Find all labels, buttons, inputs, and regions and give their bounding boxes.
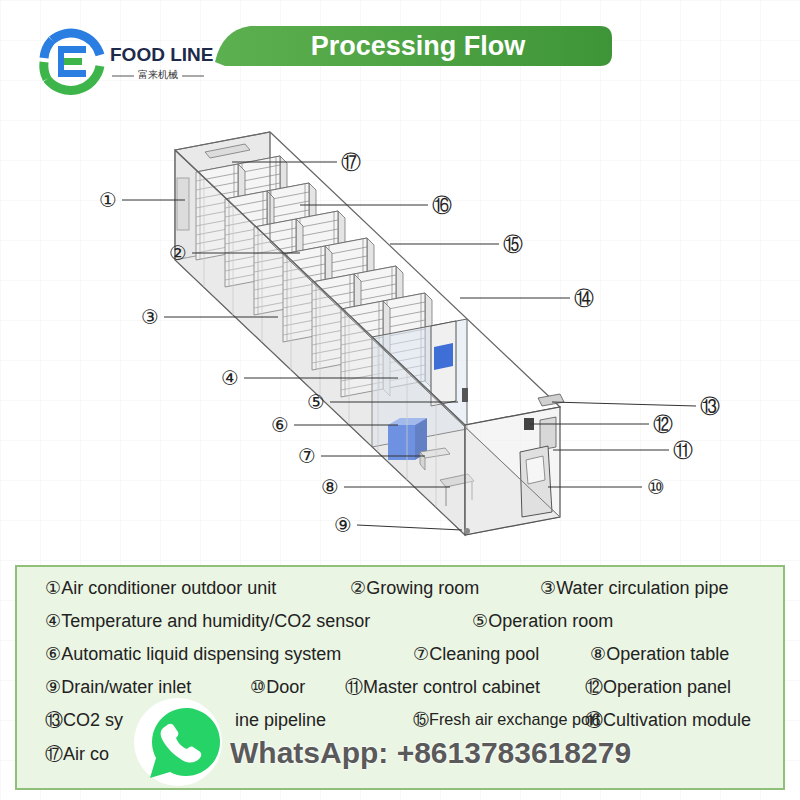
key-item: ⑦Cleaning pool <box>413 644 539 666</box>
watermark: WhatsApp: +8613783618279 <box>230 735 631 771</box>
callout-number: ① <box>99 188 117 212</box>
key-item: ⑨Drain/water inlet <box>45 677 191 699</box>
callout-number: ⑮ <box>503 232 523 256</box>
key-item: ⑧Operation table <box>590 644 729 666</box>
brand-subtitle: 富来机械 <box>138 69 178 81</box>
legend-panel-fill <box>15 565 785 790</box>
key-item: ⑬CO2 sy <box>45 710 123 732</box>
key-item: ⑪Master control cabinet <box>345 677 540 699</box>
callout-number: ⑪ <box>673 438 693 462</box>
key-item: ⑤Operation room <box>472 611 613 633</box>
callout-number: ⑬ <box>700 394 720 418</box>
key-item: ⑩Door <box>250 677 305 699</box>
title-text: Processing Flow <box>311 30 526 62</box>
key-item: ⑥Automatic liquid dispensing system <box>45 644 341 666</box>
callout-number: ⑰ <box>341 150 361 174</box>
callout-number: ⑫ <box>653 412 673 436</box>
container-illustration <box>175 132 564 535</box>
whatsapp-icon <box>134 698 222 786</box>
brand-name: FOOD LINE <box>110 44 213 67</box>
callout-number: ② <box>169 241 187 265</box>
callout-number: ⑤ <box>307 390 325 414</box>
key-item: ②Growing room <box>350 578 479 600</box>
key-item: ③Water circulation pipe <box>540 578 729 600</box>
key-item: ①Air conditioner outdoor unit <box>45 578 276 600</box>
callout-number: ③ <box>141 305 159 329</box>
callout-number: ⑭ <box>574 286 594 310</box>
callout-number: ⑥ <box>271 413 289 437</box>
leader-lines <box>122 162 696 530</box>
key-item: ⑮Fresh air exchange port <box>413 710 600 729</box>
key-item: ⑫Operation panel <box>585 677 731 699</box>
callout-number: ⑦ <box>298 444 316 468</box>
callout-number: ⑩ <box>647 475 665 499</box>
key-item: ⑯Cultivation module <box>585 710 751 732</box>
callout-number: ⑯ <box>432 193 452 217</box>
key-panel: ①Air conditioner outdoor unit ②Growing ro… <box>15 565 785 790</box>
callout-number: ⑧ <box>321 475 339 499</box>
callout-number: ④ <box>221 366 239 390</box>
title-banner-shape <box>215 26 612 66</box>
key-item: ine pipeline <box>235 710 326 732</box>
key-item: ④Temperature and humidity/CO2 sensor <box>45 611 370 633</box>
key-item: ⑰Air co <box>45 744 109 766</box>
callout-number: ⑨ <box>334 513 352 537</box>
